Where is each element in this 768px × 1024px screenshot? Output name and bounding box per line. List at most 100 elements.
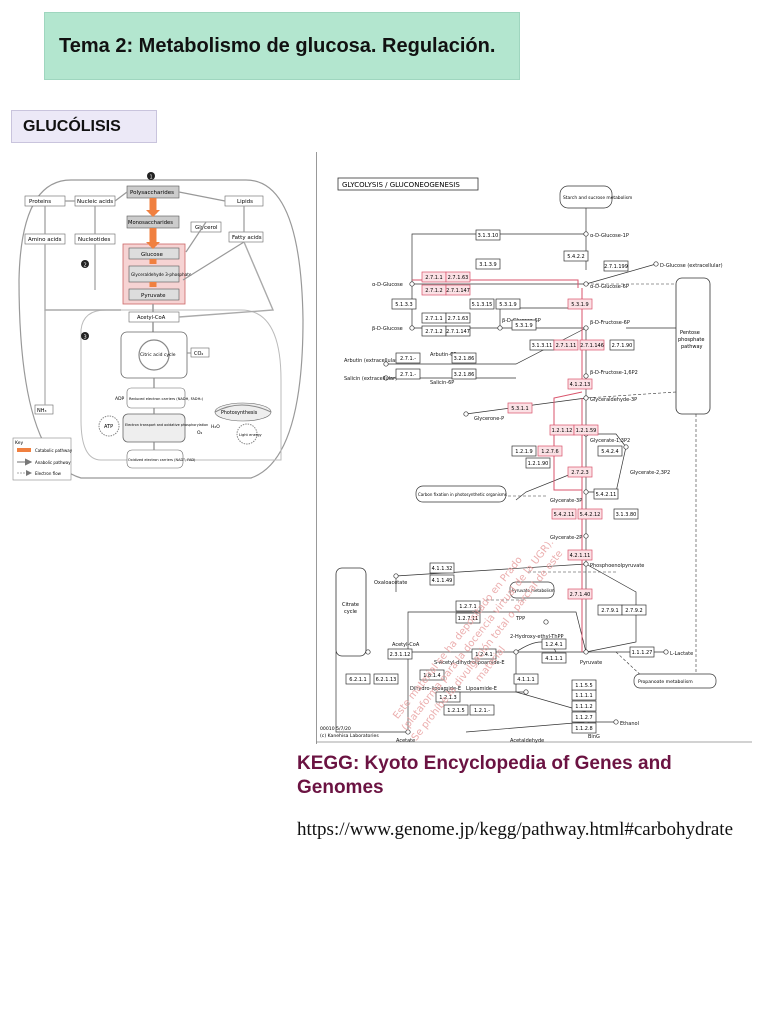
enzyme-label: 3.2.1.86 <box>454 356 475 362</box>
label-adp: ADP <box>115 396 125 402</box>
enzyme-box <box>445 284 471 296</box>
meta-hydroxyethyl: 2-Hydroxy-ethyl-ThPP <box>510 634 564 640</box>
enzyme-label: 2.7.1.63 <box>448 316 469 322</box>
meta-pg3: Glycerate-3P <box>550 498 582 504</box>
enzyme-box <box>621 604 647 616</box>
label-glucose: Glucose <box>141 252 164 258</box>
label-nucleic-acids: Nucleic acids <box>77 199 113 205</box>
enzyme-label: 1.2.1.12 <box>552 428 573 434</box>
enzyme-label: 1.1.1.27 <box>632 650 653 656</box>
enzyme-label: 3.1.3.10 <box>478 233 499 239</box>
enzyme-box <box>511 319 537 331</box>
enzyme-label: 1.1.2.8 <box>575 726 593 732</box>
kegg-url: https://www.genome.jp/kegg/pathway.html#… <box>297 819 734 840</box>
enzyme-label: 2.7.1.- <box>400 356 416 362</box>
enzyme-label: 1.2.7.11 <box>458 616 479 622</box>
meta-acetate: Acetate <box>396 738 415 744</box>
enzyme-label: 1.2.4.1 <box>545 642 563 648</box>
enzyme-label: 2.7.1.1 <box>425 316 443 322</box>
enzyme-label: 2.7.1.90 <box>612 343 633 349</box>
enzyme-label: 5.4.2.11 <box>554 512 575 518</box>
meta-salicin6p: Salicin-6P <box>430 380 454 386</box>
label-etc: Electron transport and oxidative phospho… <box>125 423 208 427</box>
enzyme-label: 5.4.2.4 <box>601 449 619 455</box>
enzyme-label: 2.7.1.147 <box>446 329 470 335</box>
enzyme-label: 5.4.2.11 <box>596 492 617 498</box>
label-monosaccharides: Monosaccharides <box>128 220 173 226</box>
enzyme-label: 3.2.1.86 <box>454 372 475 378</box>
kegg-footer-copyright: (c) Kanehisa Laboratories <box>320 733 379 739</box>
meta-starch: Starch and sucrose metabolism <box>563 195 632 201</box>
enzyme-label: 2.7.1.63 <box>448 275 469 281</box>
enzyme-label: 2.7.1.146 <box>580 343 604 349</box>
kegg-glycolysis-map: GLYCOLYSIS / GLUCONEOGENESIS <box>316 152 752 744</box>
label-gap: Glyceraldehyde 3-phosphate <box>131 272 192 277</box>
enzyme-box <box>471 648 497 660</box>
enzyme-label: 5.3.1.9 <box>499 302 517 308</box>
enzyme-label: 2.7.1.2 <box>425 288 443 294</box>
metabolism-overview-figure: 1 2 3 Proteins Nucleic acids Polysacchar… <box>12 172 304 481</box>
kegg-footer-id: 00010 5/7/20 <box>320 726 351 732</box>
enzyme-box <box>445 271 471 283</box>
key-electron-flow: Electron flow <box>35 471 62 476</box>
enzyme-label: 1.2.7.1 <box>459 604 477 610</box>
meta-gap: Glyceraldehyde-3P <box>590 397 637 403</box>
enzyme-label: 2.7.1.40 <box>570 592 591 598</box>
enzyme-box <box>419 669 445 681</box>
meta-dihydro: Dihydro-lipoamide-E <box>410 686 461 692</box>
enzyme-box <box>469 704 495 716</box>
label-oxidized-carriers: Oxidized electron carriers (NAD⁺, FAD) <box>128 458 196 462</box>
meta-tpp: TPP <box>515 616 525 622</box>
label-atp: ATP <box>104 424 113 430</box>
enzyme-box <box>345 673 371 685</box>
enzyme-box <box>563 250 589 262</box>
label-light-energy: Light energy <box>239 433 263 437</box>
key-anabolic: Anabolic pathway <box>35 460 71 465</box>
enzyme-box <box>573 424 599 436</box>
label-polysaccharides: Polysaccharides <box>130 190 174 196</box>
enzyme-label: 5.1.3.15 <box>472 302 493 308</box>
enzyme-label: 2.7.1.2 <box>425 329 443 335</box>
enzyme-box <box>597 445 623 457</box>
enzyme-box <box>469 298 495 310</box>
enzyme-label: 2.7.1.1 <box>425 275 443 281</box>
meta-bin: BinG <box>588 734 600 740</box>
enzyme-label: 2.7.1.199 <box>604 264 628 270</box>
enzyme-label: 6.2.1.1 <box>349 677 367 683</box>
enzyme-label: 2.7.1.11 <box>556 343 577 349</box>
meta-bpg23: Glycerate-2,3P2 <box>630 470 670 476</box>
label-co2: CO₂ <box>194 351 203 357</box>
enzyme-box <box>609 339 635 351</box>
enzyme-label: 5.4.2.2 <box>567 254 585 260</box>
label-reduced-carriers: Reduced electron carriers (NADH, FADH₂) <box>129 397 204 401</box>
meta-ethanol: Ethanol <box>620 721 639 727</box>
enzyme-label: 5.3.1.1 <box>511 406 529 412</box>
enzyme-box <box>495 298 521 310</box>
enzyme-label: 4.1.1.1 <box>545 656 563 662</box>
enzyme-label: 2.7.1.- <box>400 372 416 378</box>
enzyme-box <box>511 445 537 457</box>
label-pyruvate: Pyruvate <box>141 293 166 299</box>
meta-b-glucose: β-D-Glucose <box>372 326 403 332</box>
label-nh3: NH₃ <box>37 408 47 414</box>
enzyme-box <box>455 600 481 612</box>
enzyme-label: 2.7.9.2 <box>625 608 643 614</box>
meta-bpg13: Glycerate-1,3P2 <box>590 438 630 444</box>
meta-a-glc6p: α-D-Glucose-6P <box>590 284 629 290</box>
meta-d-glucose-ext: D-Glucose (extracellular) <box>660 263 723 269</box>
enzyme-box <box>387 648 413 660</box>
slide-title-box: Tema 2: Metabolismo de glucosa. Regulaci… <box>44 12 520 80</box>
enzyme-label: 4.1.1.49 <box>432 578 453 584</box>
label-amino-acids: Amino acids <box>28 237 62 243</box>
enzyme-box <box>373 673 399 685</box>
meta-acetylcoa: Acetyl-CoA <box>392 642 420 648</box>
marker-3: 3 <box>84 335 87 341</box>
enzyme-label: 4.1.1.32 <box>432 566 453 572</box>
enzyme-label: 1.1.5.5 <box>575 683 593 689</box>
enzyme-box <box>451 352 477 364</box>
enzyme-box <box>567 378 593 390</box>
meta-pep: Phosphoenolpyruvate <box>590 563 644 569</box>
enzyme-box <box>541 652 567 664</box>
